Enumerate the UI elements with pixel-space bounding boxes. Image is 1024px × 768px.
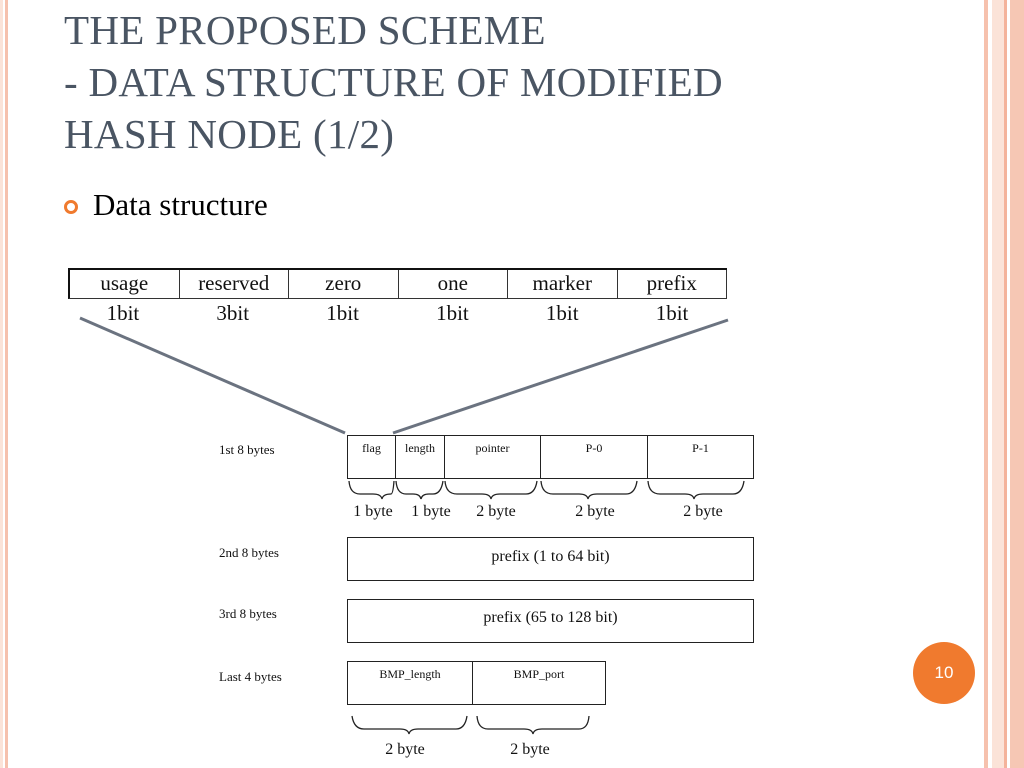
prefix-65-128: prefix (65 to 128 bit) [483,609,618,626]
field-marker: marker [508,270,618,298]
row4-box: BMP_length BMP_port [347,661,606,705]
size-bmp-length: 2 byte [385,741,425,758]
left-border-bar [0,0,8,768]
size-marker: 1bit [545,301,579,325]
prefix-1-64: prefix (1 to 64 bit) [491,548,610,565]
size-length: 1 byte [411,503,451,520]
slide-title: THE PROPOSED SCHEME - DATA STRUCTURE OF … [64,7,723,157]
field-reserved: reserved [180,270,289,298]
cell-p1: P-1 [692,441,709,455]
page-number-badge: 10 [913,642,975,704]
row4-braces [351,715,590,735]
cell-p0: P-0 [541,436,648,478]
brace-bmp-port [476,715,590,735]
row-label-2: 2nd 8 bytes [219,545,279,560]
bullet-text: Data structure [93,187,268,222]
brace-p1 [647,480,745,500]
field-size-row: 1bit 3bit 1bit 1bit 1bit 1bit [68,299,727,325]
brace-length [395,480,444,500]
field-zero: zero [289,270,399,298]
field-usage: usage [70,270,180,298]
field-prefix: prefix [618,270,727,298]
cell-bmp-port: BMP_port [513,667,565,681]
cell-flag: flag [348,436,396,478]
size-flag: 1 byte [353,503,393,520]
size-p1: 2 byte [683,503,723,520]
brace-bmp-length [351,715,468,735]
row3-box: prefix (65 to 128 bit) [347,599,754,643]
size-usage: 1bit [106,301,140,325]
brace-pointer [444,480,538,500]
size-reserved: 3bit [216,301,250,325]
size-zero: 1bit [326,301,359,325]
row1-box: flag length pointer P-0 P-1 [347,435,754,479]
size-bmp-port: 2 byte [510,741,550,758]
row1-braces [348,480,745,500]
cell-pointer: pointer [445,436,541,478]
row-label-3: 3rd 8 bytes [219,606,277,621]
cell-length: length [396,436,445,478]
bullet-ring-icon [64,200,78,214]
zoom-connector-right [392,318,729,435]
brace-flag [348,480,395,500]
field-one: one [399,270,508,298]
size-pointer: 2 byte [476,503,516,520]
row-label-4: Last 4 bytes [219,669,282,684]
row2-box: prefix (1 to 64 bit) [347,537,754,581]
field-name-row: usage reserved zero one marker prefix [68,268,727,299]
row-label-1: 1st 8 bytes [219,442,275,457]
size-prefix: 1bit [655,301,689,325]
brace-p0 [540,480,638,500]
bit-field-table: usage reserved zero one marker prefix 1b… [68,268,727,325]
right-stripe-decoration [980,0,1024,768]
zoom-connector-left [79,316,346,435]
cell-bmp-length: BMP_length [348,662,473,704]
size-p0: 2 byte [575,503,615,520]
size-one: 1bit [436,301,469,325]
